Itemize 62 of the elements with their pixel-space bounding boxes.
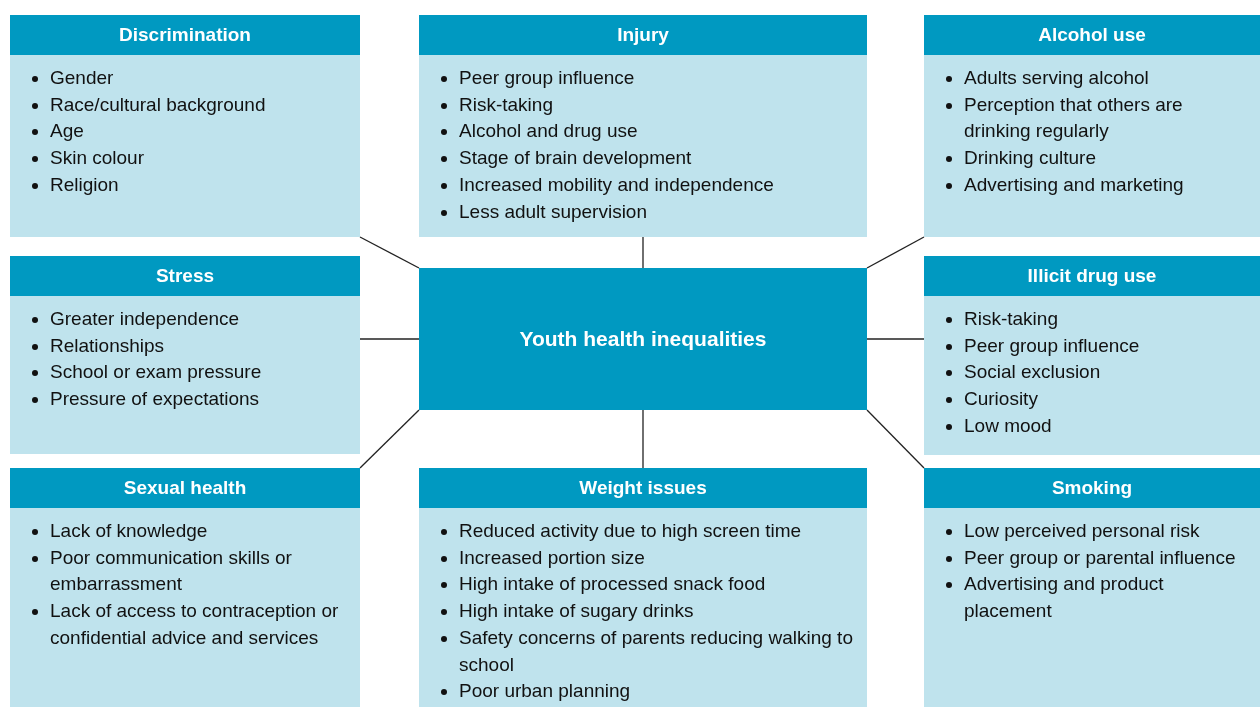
connector-line — [359, 338, 420, 340]
factor-card — [10, 15, 360, 237]
factor-card — [419, 468, 867, 707]
bullet-text: Lack of knowledge — [50, 519, 208, 543]
card-header: Injury — [419, 15, 867, 55]
bullet-text: Greater independence — [50, 307, 240, 331]
bullet-text: Religion — [50, 172, 119, 197]
bullet-text: Lack of access to contraception or confidential advice and services — [50, 599, 340, 650]
bullet-text: Poor urban planning — [459, 679, 631, 704]
bullet-text: High intake of sugary drinks — [459, 599, 694, 624]
central-box — [419, 268, 867, 410]
bullet-text: School or exam pressure — [50, 360, 262, 385]
bullet-text: Risk-taking — [964, 307, 1058, 331]
card-header: Smoking — [924, 468, 1260, 508]
factor-card — [419, 15, 867, 237]
bullet-text: Drinking culture — [964, 146, 1096, 171]
bullet-text: Reduced activity due to high screen time — [459, 519, 802, 543]
bullet-text: Social exclusion — [964, 360, 1101, 385]
bullet-text: Increased mobility and independence — [459, 172, 774, 197]
central-title: Youth health inequalities — [519, 327, 767, 351]
card-header: Alcohol use — [924, 15, 1260, 55]
factor-card — [10, 256, 360, 454]
card-header: Sexual health — [10, 468, 360, 508]
factor-card — [10, 468, 360, 707]
factor-card — [924, 468, 1260, 707]
bullet-text: Less adult supervision — [459, 199, 647, 224]
factor-card — [924, 256, 1260, 455]
bullet-text: Stage of brain development — [459, 146, 692, 171]
bullet-text: Poor communication skills or embarrassment — [50, 545, 293, 597]
bullet-text: Pressure of expectations — [50, 387, 260, 412]
bullet-text: Low perceived personal risk — [964, 519, 1200, 543]
bullet-text: Advertising and product placement — [964, 572, 1165, 624]
bullet-text: High intake of processed snack food — [459, 572, 766, 597]
card-header: Weight issues — [419, 468, 867, 508]
connector-line — [359, 409, 420, 469]
bullet-text: Curiosity — [964, 387, 1038, 412]
factor-card — [924, 15, 1260, 237]
bullet-text: Adults serving alcohol — [964, 66, 1149, 90]
connector-line — [642, 236, 644, 269]
connector-line — [866, 338, 925, 340]
connector-line — [359, 236, 420, 269]
bullet-text: Gender — [50, 66, 114, 90]
bullet-text: Peer group influence — [964, 333, 1140, 358]
card-header: Discrimination — [10, 15, 360, 55]
bullet-text: Peer group or parental influence — [964, 545, 1236, 570]
bullet-text: Skin colour — [50, 146, 144, 171]
bullet-text: Advertising and marketing — [964, 172, 1184, 197]
bullet-text: Risk-taking — [459, 92, 553, 117]
bullet-text: Increased portion size — [459, 545, 645, 570]
card-header: Illicit drug use — [924, 256, 1260, 296]
bullet-text: Age — [50, 119, 84, 144]
bullet-text: Perception that others are drinking regularly — [964, 92, 1184, 144]
connector-line — [866, 409, 925, 469]
bullet-text: Low mood — [964, 413, 1052, 438]
connector-line — [642, 409, 644, 469]
connector-line — [866, 236, 925, 269]
bullet-text: Relationships — [50, 333, 165, 358]
bullet-text: Peer group influence — [459, 66, 635, 90]
bullet-text: Safety concerns of parents reducing walking to school — [459, 625, 854, 677]
card-header: Stress — [10, 256, 360, 296]
bullet-text: Race/cultural background — [50, 92, 266, 117]
bullet-text: Alcohol and drug use — [459, 119, 638, 144]
